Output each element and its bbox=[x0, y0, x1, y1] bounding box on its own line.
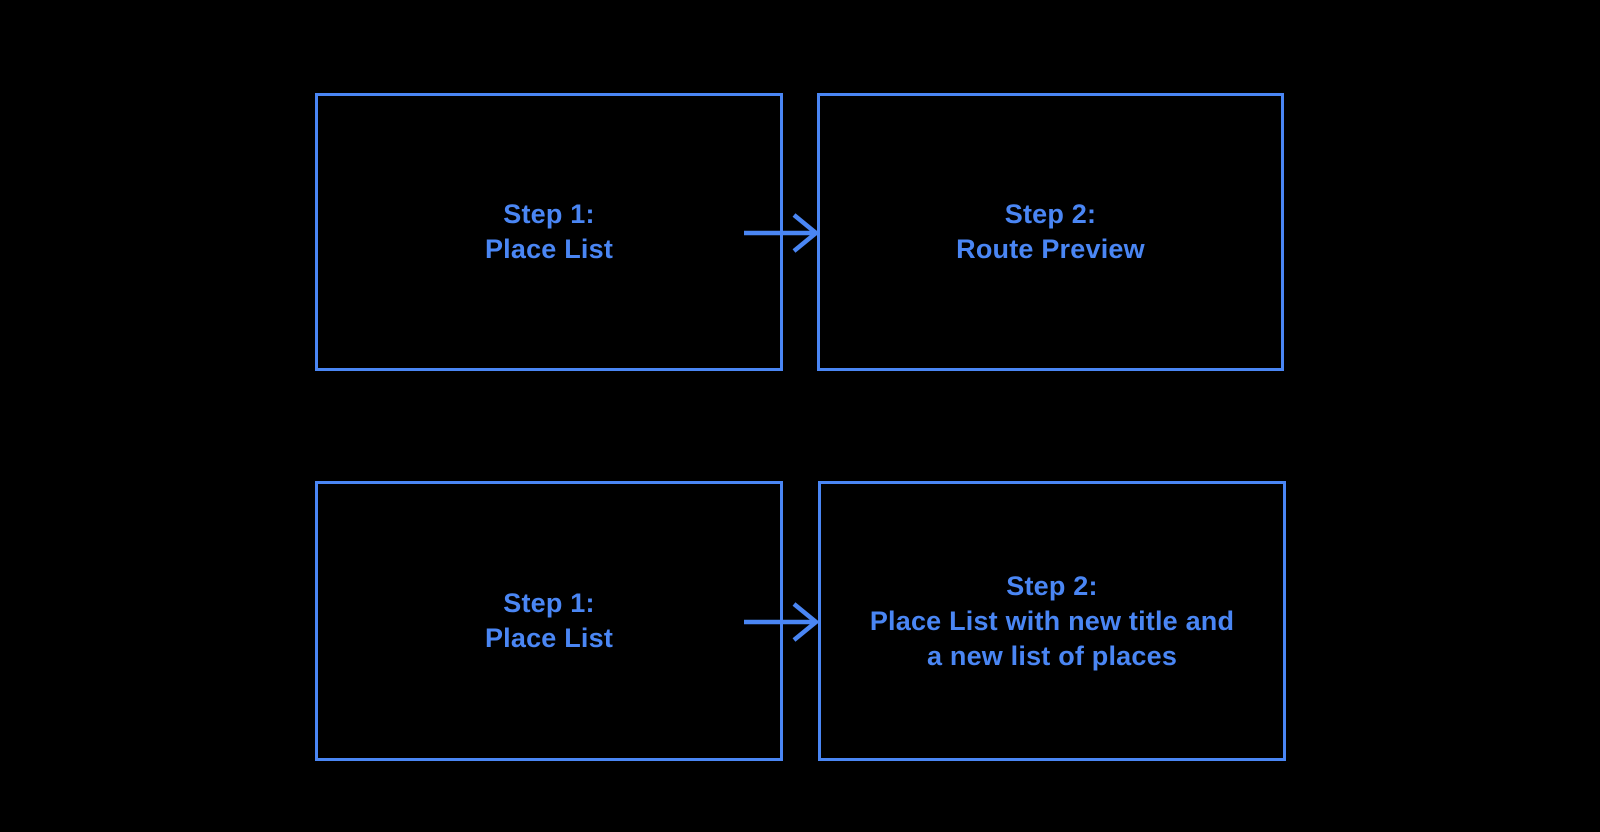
step-box-line: Place List with new title and bbox=[869, 605, 1235, 636]
step-box-step2-new-place-list: Step 2: Place List with new title and a … bbox=[818, 481, 1286, 761]
step-box-line: Step 2: bbox=[1006, 570, 1098, 601]
step-box-line: Place List bbox=[484, 234, 614, 264]
right-arrow-icon bbox=[744, 211, 824, 255]
right-arrow-icon bbox=[744, 600, 824, 644]
step-box-line: Step 1: bbox=[503, 199, 595, 229]
step-box-line: Step 2: bbox=[1004, 199, 1097, 229]
step-box-line: a new list of places bbox=[926, 640, 1178, 671]
step-box-step1-place-list-row1: Step 1: Place List bbox=[315, 93, 783, 371]
step-box-step2-route-preview: Step 2: Route Preview bbox=[817, 93, 1284, 371]
step-box-line: Step 1: bbox=[503, 588, 595, 618]
step-box-line: Route Preview bbox=[956, 234, 1145, 264]
step-box-step1-place-list-row2: Step 1: Place List bbox=[315, 481, 783, 761]
step-box-line: Place List bbox=[484, 623, 614, 653]
